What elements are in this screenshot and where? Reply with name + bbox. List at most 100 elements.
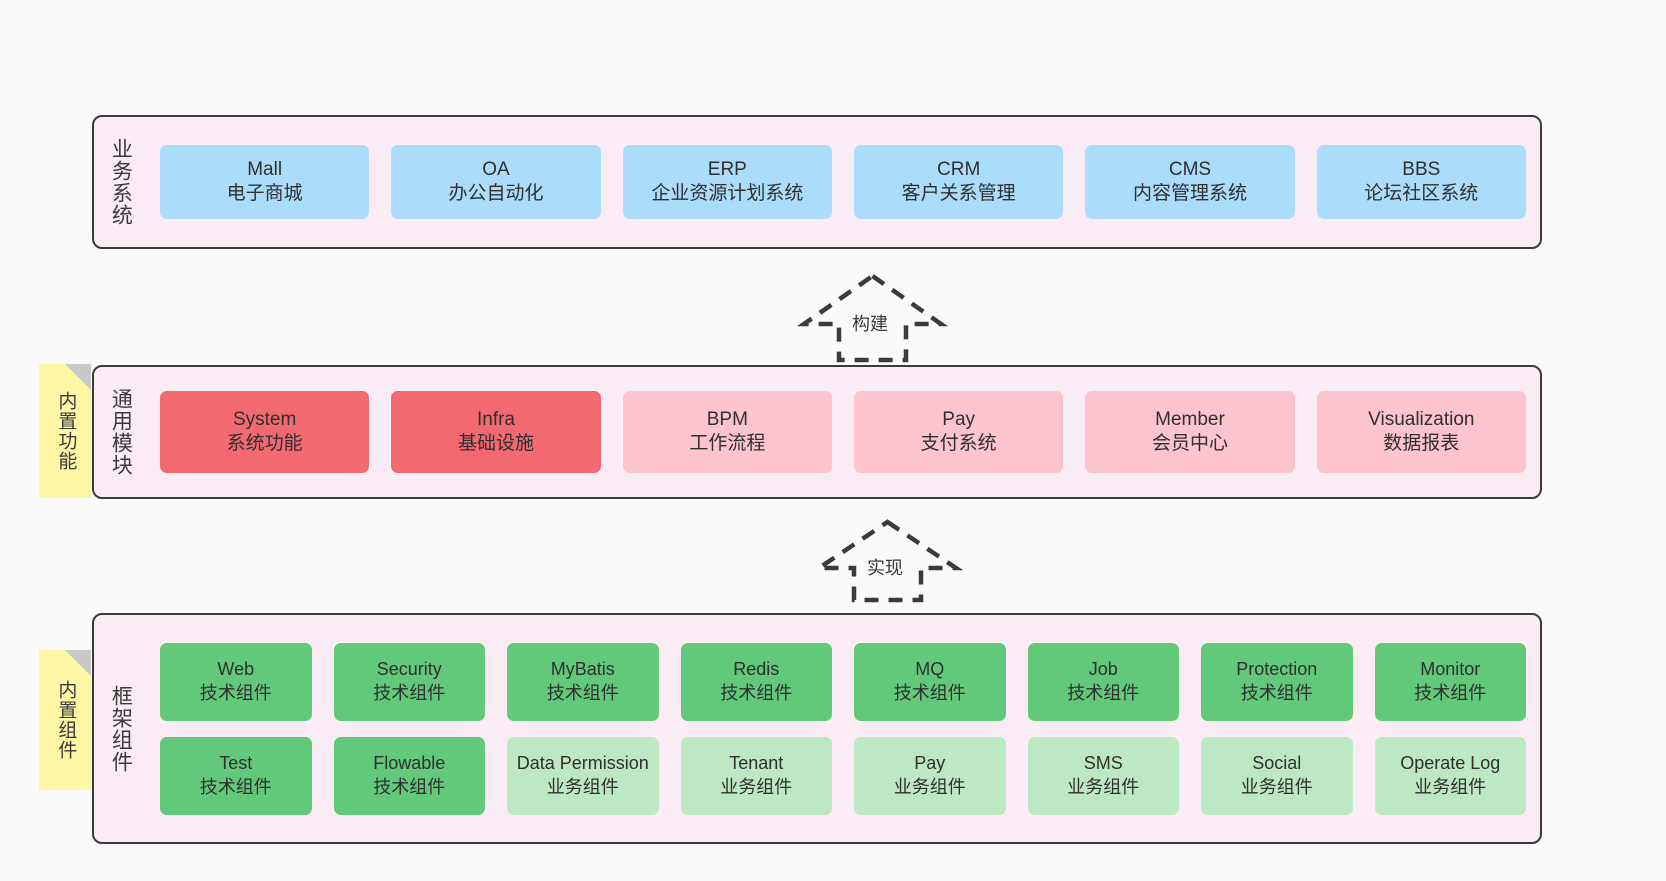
card-erp[interactable]: ERP 企业资源计划系统	[622, 145, 832, 219]
card-title: Protection	[1236, 659, 1318, 680]
card-subtitle: 技术组件	[1067, 682, 1140, 703]
arrow-build-label: 构建	[852, 314, 888, 334]
card-title: Pay	[942, 408, 976, 430]
card-bbs[interactable]: BBS 论坛社区系统	[1316, 145, 1526, 219]
card-infra[interactable]: Infra 基础设施	[391, 391, 601, 473]
card-subtitle: 内容管理系统	[1132, 183, 1247, 204]
card-mall[interactable]: Mall 电子商城	[160, 145, 370, 219]
card-title: Web	[217, 659, 255, 680]
card-title: CRM	[937, 158, 981, 180]
layer-body-framework: Web 技术组件 Security 技术组件 MyBatis 技术组件 Redi…	[146, 615, 1540, 842]
card-system[interactable]: System 系统功能	[160, 391, 370, 473]
card-title: Operate Log	[1400, 753, 1501, 774]
card-title: Test	[219, 753, 253, 774]
card-title: BBS	[1402, 158, 1441, 180]
card-crm[interactable]: CRM 客户关系管理	[853, 145, 1064, 219]
card-subtitle: 业务组件	[720, 776, 793, 797]
card-title: OA	[482, 158, 510, 180]
note-builtin-features: 内置功能	[39, 364, 91, 498]
tech-component-row: Web 技术组件 Security 技术组件 MyBatis 技术组件 Redi…	[160, 642, 1526, 721]
note-label: 内置功能	[55, 391, 77, 471]
arrow-implement-icon	[811, 519, 964, 603]
card-mybatis[interactable]: MyBatis 技术组件	[507, 642, 659, 721]
layer-title-business: 业务系统	[109, 138, 133, 226]
card-subtitle: 技术组件	[720, 682, 793, 703]
card-title: Social	[1252, 753, 1302, 774]
card-subtitle: 技术组件	[199, 776, 272, 797]
card-sms[interactable]: SMS 业务组件	[1027, 736, 1179, 815]
card-subtitle: 工作流程	[689, 433, 766, 454]
card-title: MQ	[915, 659, 945, 680]
layer-title-framework: 框架组件	[109, 684, 133, 773]
card-oa[interactable]: OA 办公自动化	[391, 145, 601, 219]
card-subtitle: 系统功能	[226, 433, 303, 454]
card-subtitle: 办公自动化	[448, 183, 544, 204]
card-subtitle: 业务组件	[546, 776, 619, 797]
card-subtitle: 会员中心	[1151, 433, 1228, 454]
card-monitor[interactable]: Monitor 技术组件	[1374, 642, 1526, 721]
arrow-implement: 实现	[811, 518, 964, 603]
card-title: ERP	[707, 158, 747, 180]
card-title: MyBatis	[550, 659, 615, 680]
layer-body-business: Mall 电子商城 OA 办公自动化 ERP 企业资源计划系统 CRM 客户关系…	[146, 117, 1540, 247]
card-subtitle: 业务组件	[1067, 776, 1140, 797]
card-web[interactable]: Web 技术组件	[160, 642, 312, 721]
card-visualization[interactable]: Visualization 数据报表	[1316, 391, 1526, 473]
card-subtitle: 基础设施	[457, 433, 534, 454]
note-label: 内置组件	[55, 680, 77, 760]
card-redis[interactable]: Redis 技术组件	[680, 642, 832, 721]
layer-title-modules: 通用模块	[109, 388, 133, 476]
card-subtitle: 技术组件	[1240, 682, 1313, 703]
card-job[interactable]: Job 技术组件	[1027, 642, 1179, 721]
note-builtin-components: 内置组件	[39, 650, 91, 790]
card-test[interactable]: Test 技术组件	[160, 736, 312, 815]
note-fold-corner	[65, 650, 91, 676]
arrow-implement-label: 实现	[867, 558, 903, 578]
card-title: Data Permission	[516, 753, 649, 774]
card-mq[interactable]: MQ 技术组件	[854, 642, 1006, 721]
card-subtitle: 技术组件	[373, 682, 446, 703]
card-title: Job	[1088, 659, 1118, 680]
business-row: Mall 电子商城 OA 办公自动化 ERP 企业资源计划系统 CRM 客户关系…	[160, 145, 1526, 219]
card-cms[interactable]: CMS 内容管理系统	[1085, 145, 1295, 219]
card-subtitle: 业务组件	[1414, 776, 1487, 797]
card-title: SMS	[1083, 753, 1123, 774]
card-data-permission[interactable]: Data Permission 业务组件	[507, 736, 659, 815]
card-social[interactable]: Social 业务组件	[1201, 736, 1353, 815]
card-subtitle: 技术组件	[1414, 682, 1487, 703]
card-pay[interactable]: Pay 支付系统	[853, 391, 1064, 473]
card-subtitle: 论坛社区系统	[1364, 183, 1479, 204]
card-flowable[interactable]: Flowable 技术组件	[333, 736, 485, 815]
card-subtitle: 支付系统	[920, 433, 997, 454]
card-member[interactable]: Member 会员中心	[1085, 391, 1295, 473]
card-title: Visualization	[1368, 408, 1475, 430]
card-title: System	[232, 408, 297, 430]
layer-framework-components: 框架组件 Web 技术组件 Security 技术组件 MyBatis 技术组件…	[92, 613, 1542, 844]
card-subtitle: 技术组件	[546, 682, 619, 703]
card-title: Mall	[247, 158, 283, 180]
card-pay-component[interactable]: Pay 业务组件	[854, 736, 1006, 815]
card-tenant[interactable]: Tenant 业务组件	[680, 736, 832, 815]
card-subtitle: 电子商城	[226, 183, 303, 204]
card-subtitle: 客户关系管理	[901, 183, 1016, 204]
card-title: Monitor	[1420, 659, 1481, 680]
card-title: Member	[1155, 408, 1225, 430]
card-security[interactable]: Security 技术组件	[333, 642, 485, 721]
card-title: Infra	[476, 408, 515, 430]
card-subtitle: 数据报表	[1383, 433, 1460, 454]
card-operate-log[interactable]: Operate Log 业务组件	[1374, 736, 1526, 815]
card-title: Security	[376, 659, 442, 680]
card-bpm[interactable]: BPM 工作流程	[622, 391, 832, 473]
card-title: Redis	[733, 659, 780, 680]
card-subtitle: 技术组件	[373, 776, 446, 797]
layer-body-modules: System 系统功能 Infra 基础设施 BPM 工作流程 Pay 支付系统…	[146, 367, 1540, 497]
card-subtitle: 企业资源计划系统	[651, 183, 804, 204]
layer-business-system: 业务系统 Mall 电子商城 OA 办公自动化 ERP 企业资源计划系统 CRM…	[92, 115, 1542, 249]
card-title: Flowable	[373, 753, 446, 774]
arrow-build: 构建	[796, 272, 949, 363]
card-title: BPM	[706, 408, 748, 430]
card-protection[interactable]: Protection 技术组件	[1201, 642, 1353, 721]
card-title: Tenant	[729, 753, 784, 774]
card-subtitle: 业务组件	[893, 776, 966, 797]
